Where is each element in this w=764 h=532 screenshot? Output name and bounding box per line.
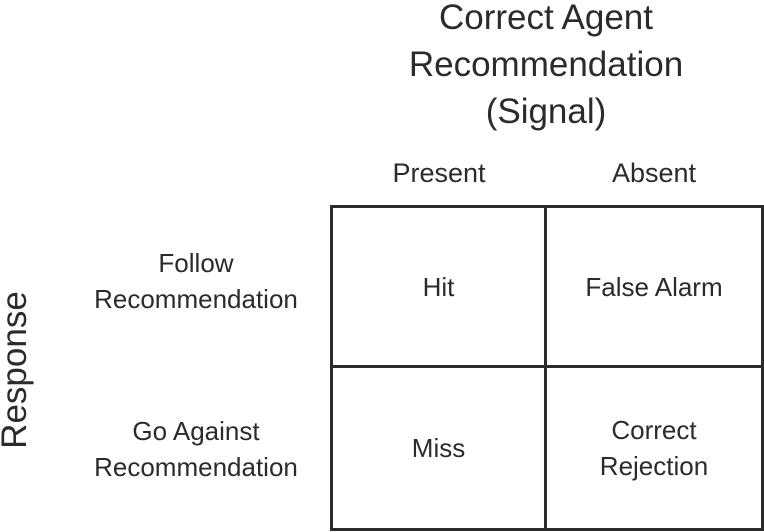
signal-header-line-1: Correct Agent [439,0,653,37]
cell-correct-rejection-text: Correct Rejection [600,412,708,484]
row-label-follow-line-1: Follow [158,248,234,278]
cell-miss: Miss [333,368,547,528]
column-label-present: Present [392,158,486,188]
signal-header-line-3: (Signal) [485,92,607,131]
signal-header: Correct Agent Recommendation (Signal) [360,0,732,135]
response-axis-label: Response [0,291,34,449]
column-label-absent: Absent [611,158,697,188]
cell-hit: Hit [333,208,547,368]
cell-correct-rejection: Correct Rejection [547,368,761,528]
cell-hit-label: Hit [422,271,455,302]
cell-false-alarm-label: False Alarm [585,271,723,302]
row-label-follow-line-2: Recommendation [94,284,298,314]
row-label-follow: Follow Recommendation [70,245,322,317]
outcome-matrix: Hit False Alarm Miss Correct Rejection [330,205,764,531]
row-label-against-line-2: Recommendation [94,452,298,482]
row-label-against-line-1: Go Against [132,416,260,446]
cell-false-alarm: False Alarm [547,208,761,368]
signal-header-line-2: Recommendation [408,45,684,84]
cell-correct-rejection-line-2: Rejection [599,451,709,481]
cell-correct-rejection-line-1: Correct [611,415,697,445]
row-label-go-against: Go Against Recommendation [70,413,322,485]
cell-miss-label: Miss [411,433,466,463]
